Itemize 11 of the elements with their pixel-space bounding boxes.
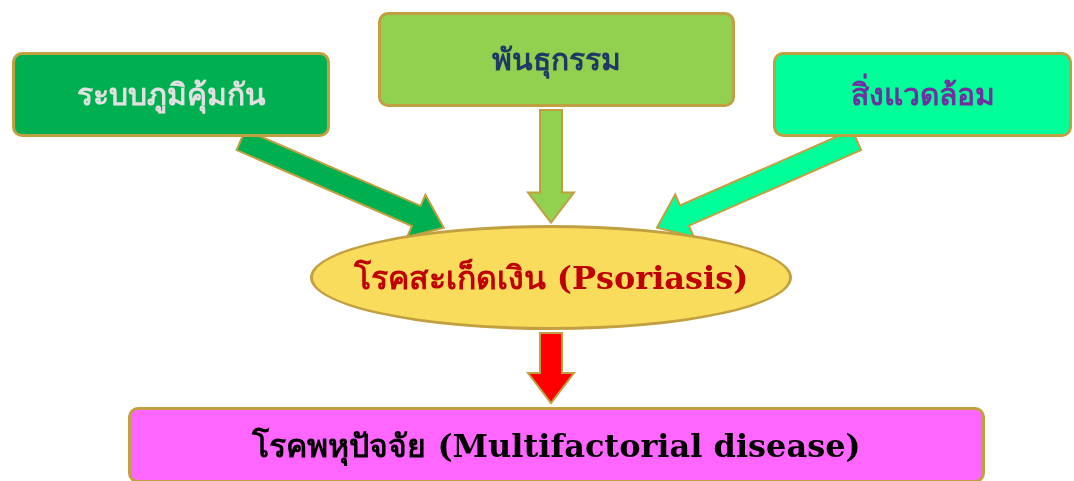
node-label: สิ่งแวดล้อม <box>850 71 995 118</box>
node-label: โรคสะเก็ดเงิน (Psoriasis) <box>353 257 749 299</box>
factor-box <box>128 407 985 481</box>
factor-box <box>12 52 330 137</box>
factor-box <box>773 52 1072 137</box>
factor-box <box>378 12 735 107</box>
node-label: โรคพหุปัจจัย (Multifactorial disease) <box>252 425 861 468</box>
block-arrow <box>525 332 577 405</box>
node-label: พันธุกรรม <box>492 41 621 81</box>
node-label: ระบบภูมิคุ้มกัน <box>76 76 266 116</box>
block-arrow <box>525 109 577 225</box>
